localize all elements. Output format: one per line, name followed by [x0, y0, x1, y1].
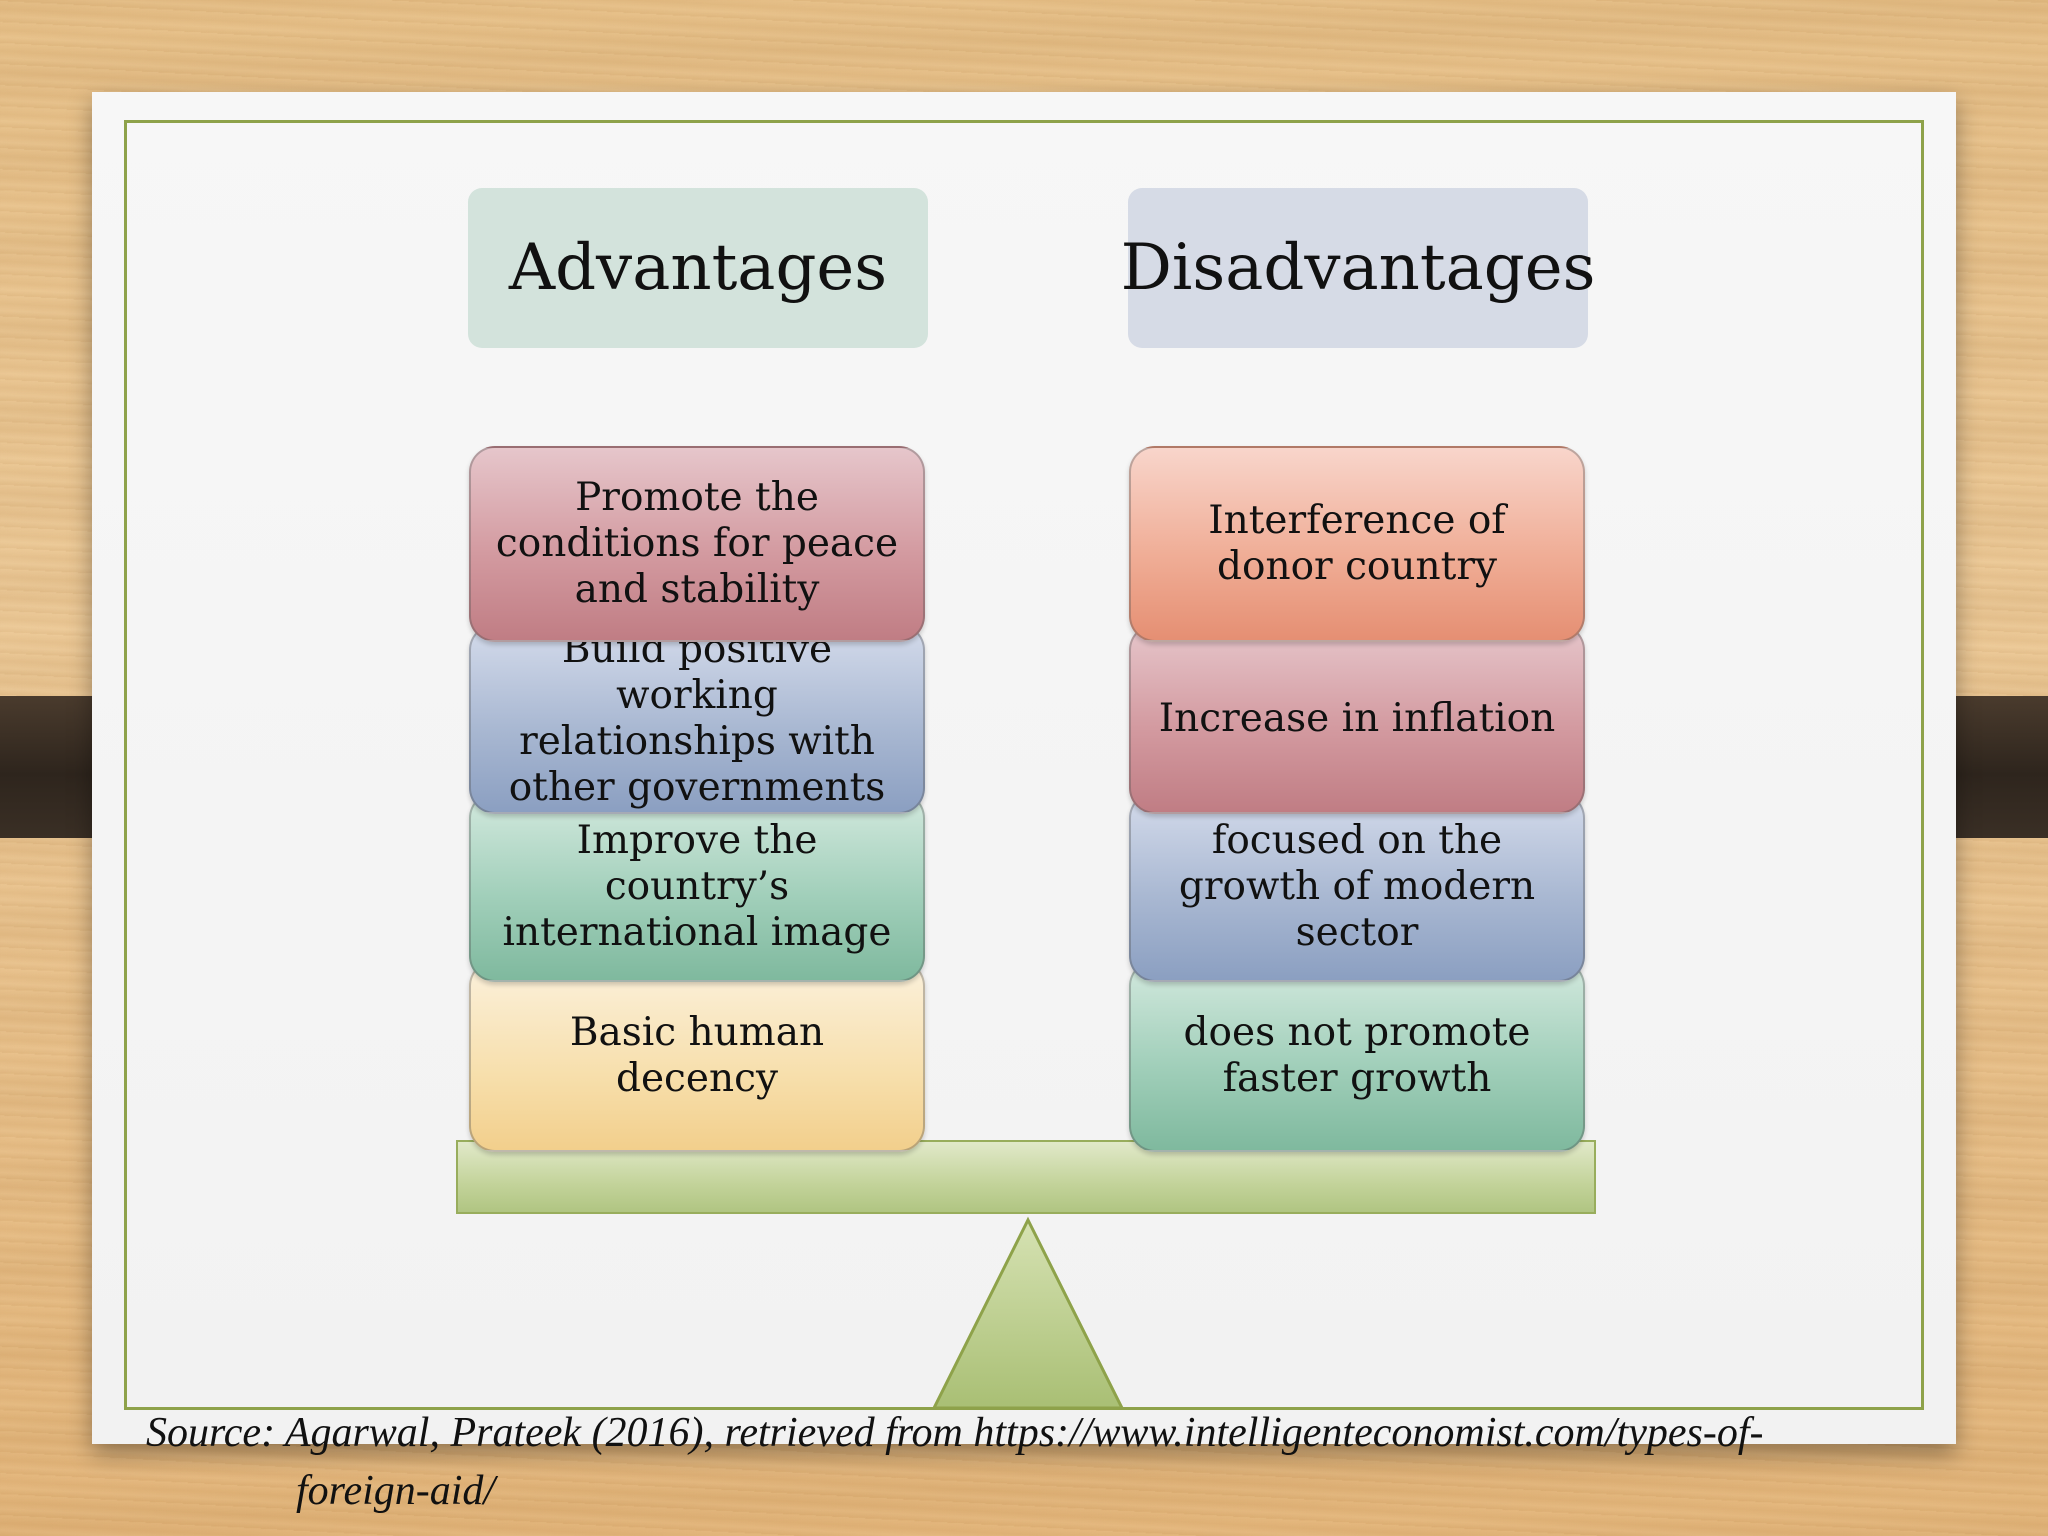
disadvantage-item-modern-sector: focused on the growth of modern sector — [1129, 792, 1585, 982]
disadvantage-item-donor-interference: Interference of donor country — [1129, 446, 1585, 642]
disadvantage-item-faster-growth: does not promote faster growth — [1129, 960, 1585, 1152]
advantage-item-human-decency: Basic human decency — [469, 960, 925, 1152]
slide-paper — [92, 92, 1956, 1444]
advantage-item-working-relationships: Build positive working relationships wit… — [469, 624, 925, 814]
advantage-item-international-image: Improve the country’s international imag… — [469, 792, 925, 982]
advantage-item-peace-stability: Promote the conditions for peace and sta… — [469, 446, 925, 642]
fulcrum-triangle — [931, 1216, 1125, 1410]
source-citation: Source: Agarwal, Prateek (2016), retriev… — [146, 1404, 1846, 1520]
disadvantages-header: Disadvantages — [1121, 188, 1595, 348]
balance-beam — [456, 1140, 1596, 1214]
disadvantage-item-inflation: Increase in inflation — [1129, 624, 1585, 814]
source-citation-line2: foreign-aid/ — [296, 1468, 496, 1514]
source-citation-line1: Source: Agarwal, Prateek (2016), retriev… — [146, 1410, 1764, 1456]
advantages-header: Advantages — [468, 188, 928, 348]
